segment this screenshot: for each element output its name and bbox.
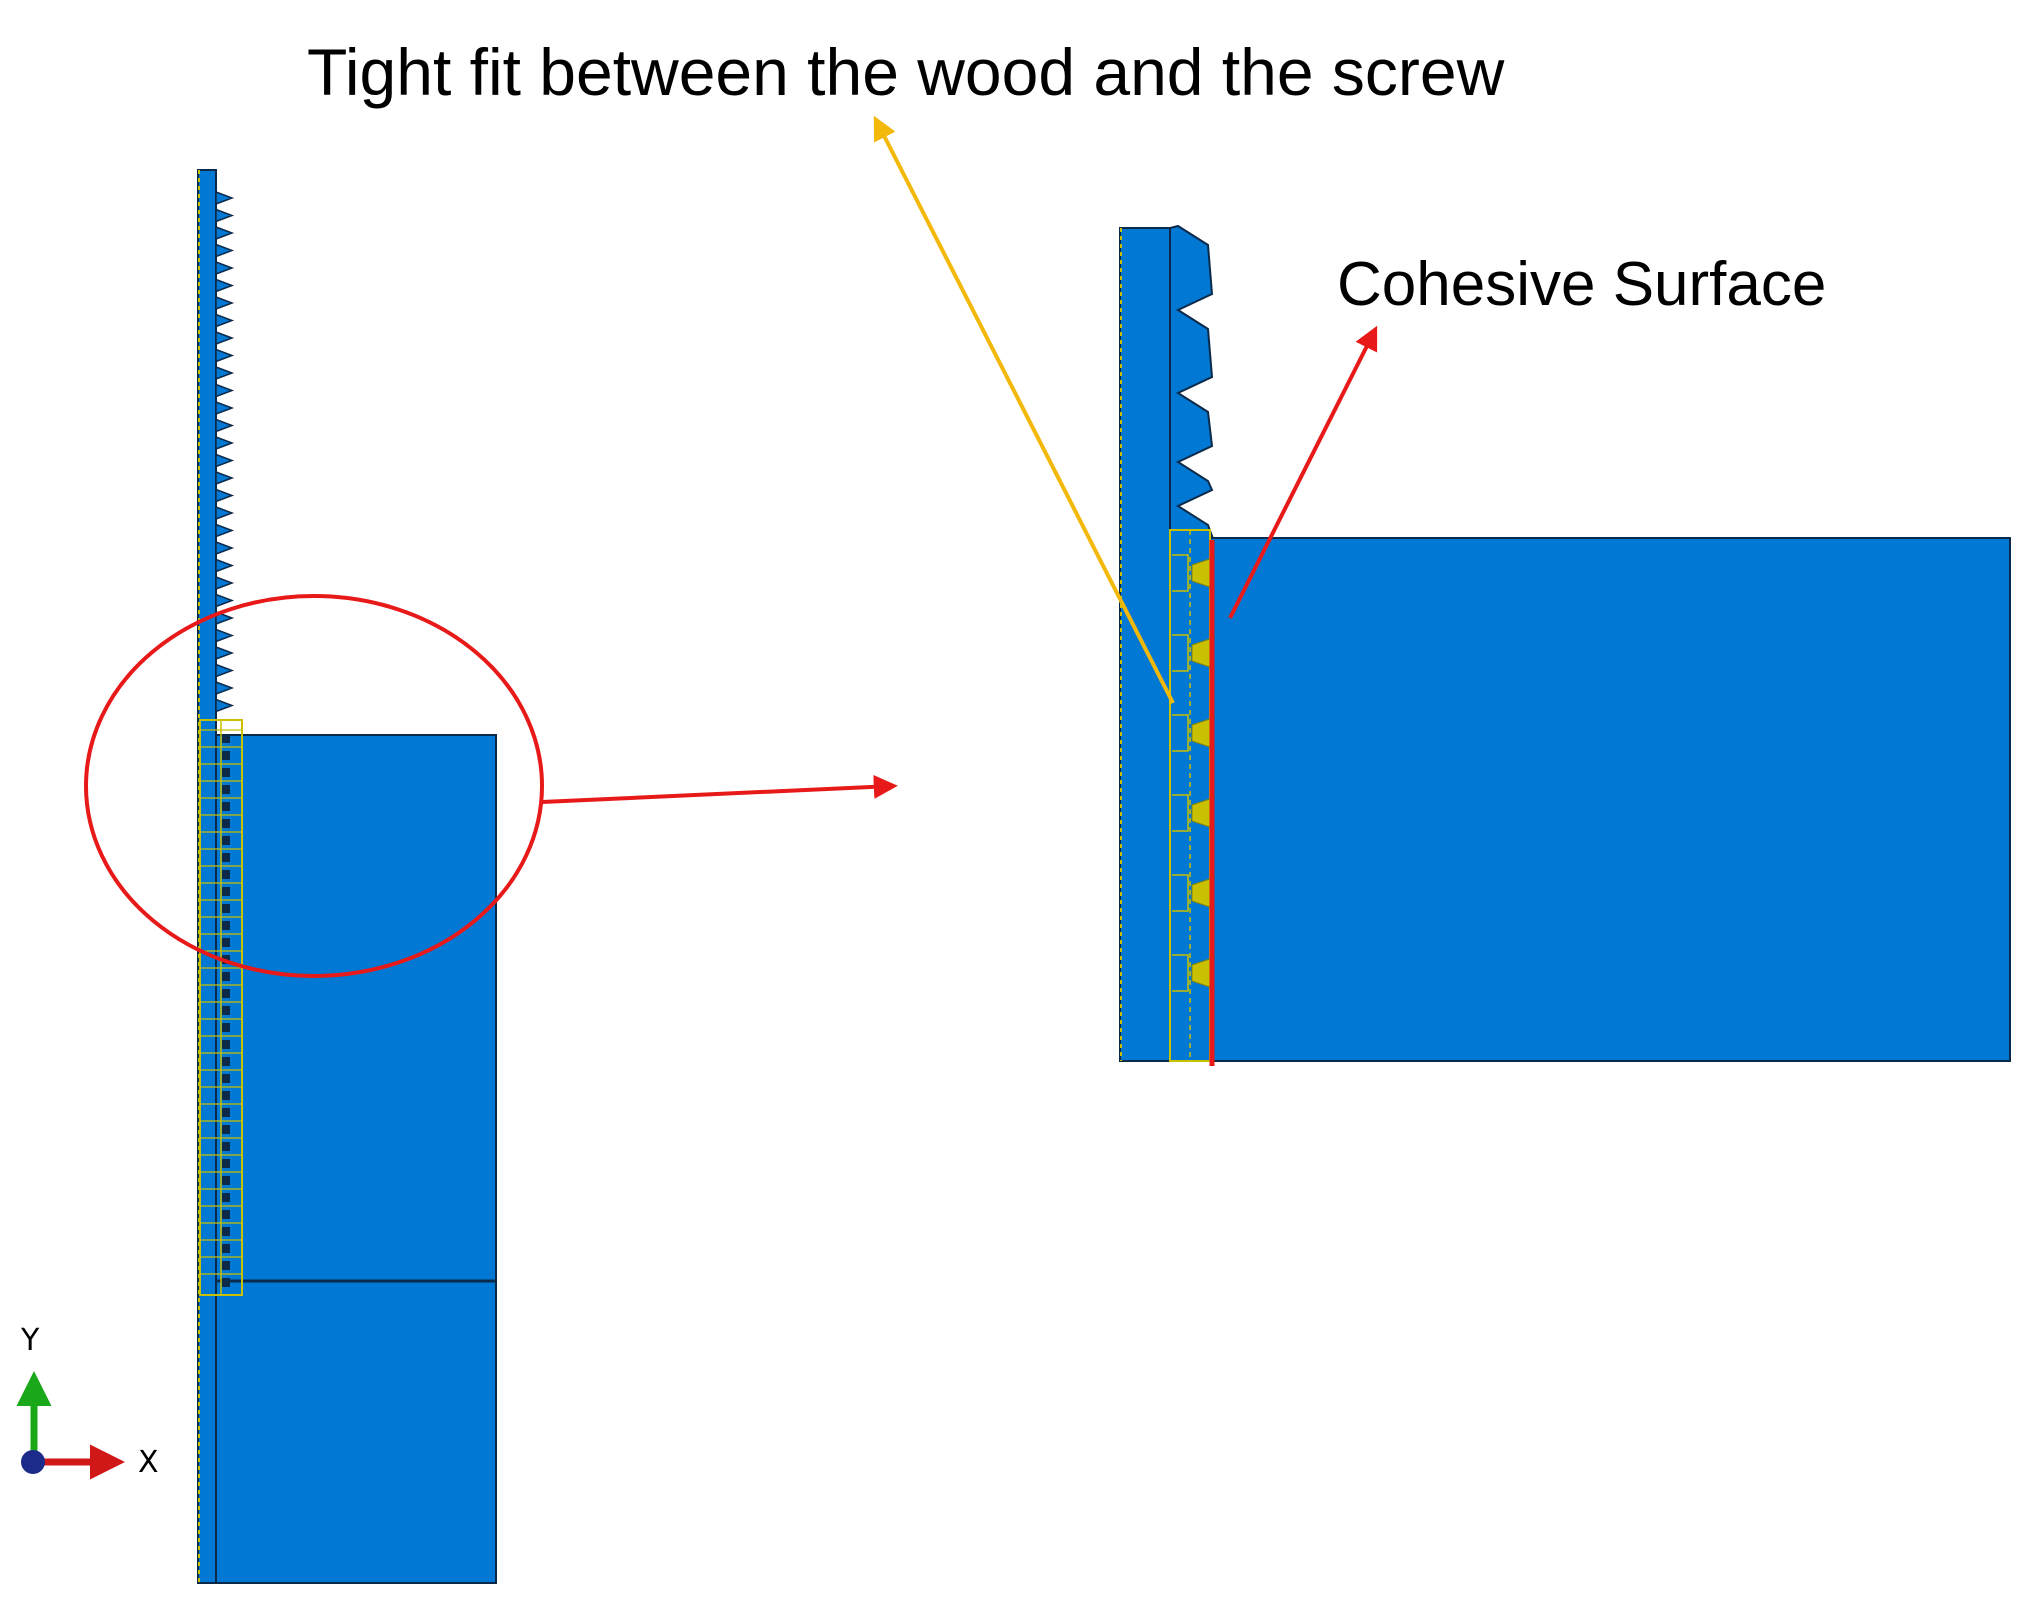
zoom-wood-block <box>1209 537 2011 1062</box>
y-axis-label: Y <box>20 1323 40 1358</box>
axis-origin-dot <box>21 1450 45 1474</box>
tight-fit-mesh-region <box>199 719 243 1296</box>
coordinate-triad: Y X <box>16 1323 159 1480</box>
zoom-arrow <box>541 774 898 804</box>
tight-fit-label: Tight fit between the wood and the screw <box>307 35 1505 109</box>
screw-thread-teeth <box>215 190 235 713</box>
zoomed-detail <box>1119 224 2011 1066</box>
zoom-highlight-circle <box>84 594 544 978</box>
cohesive-surface-label: Cohesive Surface <box>1337 250 1826 319</box>
full-model <box>84 169 544 1584</box>
x-axis-label: X <box>138 1445 159 1480</box>
cohesive-surface-callout-arrow <box>1228 325 1378 619</box>
wood-block <box>197 734 497 1584</box>
zoom-screw-threads <box>1169 224 1214 537</box>
zoom-tight-fit-region <box>1169 529 1211 1062</box>
tight-fit-callout-arrow <box>873 115 1175 704</box>
